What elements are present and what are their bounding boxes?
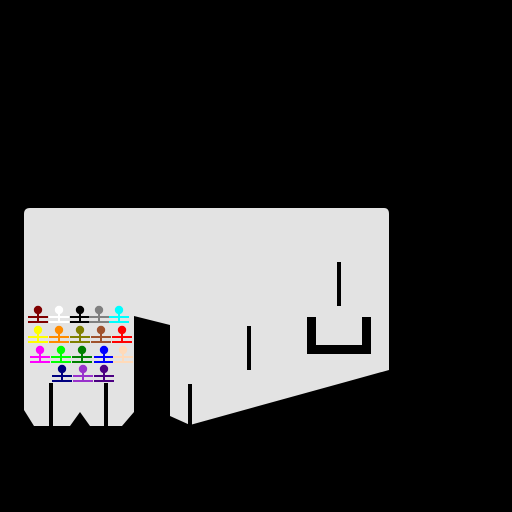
wall-vertical-mid-1	[188, 384, 192, 426]
wall-vertical-left-2	[104, 383, 108, 428]
agent-1-stick-figure-icon	[28, 305, 48, 323]
agent-11-stick-figure-icon	[30, 345, 50, 363]
agent-2-stick-figure-icon	[49, 305, 69, 323]
agent-4-stick-figure-icon	[89, 305, 109, 323]
agent-10-stick-figure-icon	[112, 325, 132, 343]
agent-6-stick-figure-icon	[28, 325, 48, 343]
agent-15-stick-figure-icon	[113, 345, 133, 363]
agent-16-stick-figure-icon	[52, 364, 72, 382]
wall-vertical-right	[337, 262, 341, 306]
agent-7-stick-figure-icon	[49, 325, 69, 343]
floor-area	[24, 208, 389, 426]
agent-18-stick-figure-icon	[94, 364, 114, 382]
wall-vertical-mid-2	[247, 326, 251, 370]
goal-basket	[307, 317, 371, 354]
agent-group	[28, 305, 133, 382]
wall-vertical-left-1	[49, 383, 53, 428]
agent-17-stick-figure-icon	[73, 364, 93, 382]
agent-14-stick-figure-icon	[94, 345, 114, 363]
agent-8-stick-figure-icon	[70, 325, 90, 343]
agent-13-stick-figure-icon	[72, 345, 92, 363]
agent-9-stick-figure-icon	[91, 325, 111, 343]
agent-5-stick-figure-icon	[109, 305, 129, 323]
agent-3-stick-figure-icon	[70, 305, 90, 323]
agent-12-stick-figure-icon	[51, 345, 71, 363]
